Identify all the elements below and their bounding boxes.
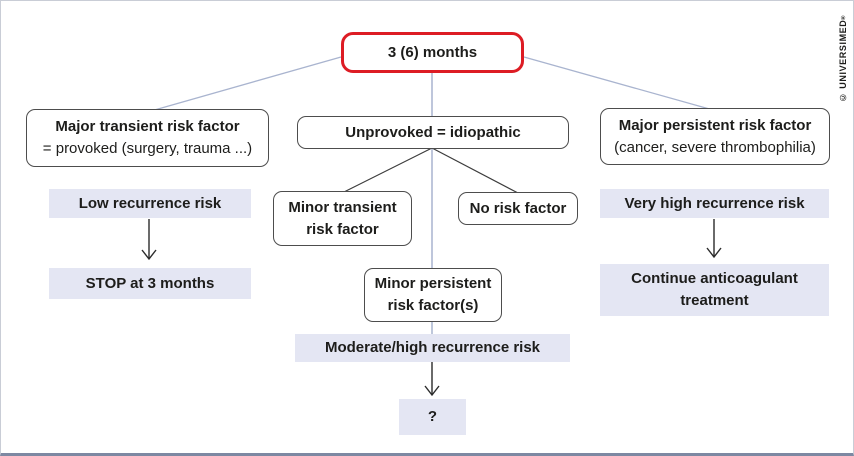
credit-universimed: © UNIVERSIMED® bbox=[838, 13, 848, 102]
node-moderate-high-risk: Moderate/high recurrence risk bbox=[295, 334, 570, 362]
line-root-to-right bbox=[523, 56, 714, 111]
node-major-transient-line2: = provoked (surgery, trauma ...) bbox=[42, 140, 253, 157]
arrow-low-to-stop bbox=[141, 219, 157, 261]
line-root-to-left bbox=[150, 56, 342, 112]
node-unprovoked-label: Unprovoked = idiopathic bbox=[345, 123, 521, 141]
arrow-moderate-to-question bbox=[424, 362, 440, 397]
node-moderate-high-risk-label: Moderate/high recurrence risk bbox=[324, 339, 541, 357]
node-major-transient: Major transient risk factor = provoked (… bbox=[26, 109, 269, 167]
node-stop-3-months-label: STOP at 3 months bbox=[85, 274, 215, 292]
node-question-label: ? bbox=[427, 408, 438, 426]
node-question: ? bbox=[399, 399, 466, 435]
node-minor-transient-line2: risk factor bbox=[306, 220, 379, 238]
node-continue-anticoagulant: Continue anticoagulant treatment bbox=[600, 264, 829, 316]
node-duration: 3 (6) months bbox=[341, 32, 524, 73]
node-very-high-risk: Very high recurrence risk bbox=[600, 189, 829, 218]
node-minor-persistent-line1: Minor persistent bbox=[374, 275, 492, 293]
node-duration-label: 3 (6) months bbox=[387, 43, 478, 61]
node-no-risk-factor: No risk factor bbox=[458, 192, 578, 225]
node-major-transient-line1: Major transient risk factor bbox=[55, 118, 240, 136]
line-unprovoked-to-minortransient bbox=[343, 147, 433, 193]
node-major-persistent-line1: Major persistent risk factor bbox=[618, 116, 812, 134]
line-unprovoked-to-norisk bbox=[431, 147, 519, 194]
node-minor-transient-line1: Minor transient bbox=[288, 198, 397, 216]
node-no-risk-factor-label: No risk factor bbox=[469, 199, 567, 217]
node-minor-persistent: Minor persistent risk factor(s) bbox=[364, 268, 502, 322]
node-stop-3-months: STOP at 3 months bbox=[49, 268, 251, 299]
node-continue-line2: treatment bbox=[680, 292, 749, 309]
node-unprovoked: Unprovoked = idiopathic bbox=[297, 116, 569, 149]
arrow-veryhigh-to-continue bbox=[706, 219, 722, 259]
registered-mark-icon: ® bbox=[840, 13, 846, 20]
node-minor-transient: Minor transient risk factor bbox=[273, 191, 412, 246]
node-major-persistent-line2: (cancer, severe thrombophilia) bbox=[614, 138, 816, 156]
node-low-recurrence-risk: Low recurrence risk bbox=[49, 189, 251, 218]
credit-text: © UNIVERSIMED bbox=[838, 19, 848, 103]
node-minor-persistent-line2: risk factor(s) bbox=[387, 297, 479, 314]
node-major-persistent: Major persistent risk factor (cancer, se… bbox=[600, 108, 830, 165]
node-low-recurrence-risk-label: Low recurrence risk bbox=[78, 194, 222, 212]
node-very-high-risk-label: Very high recurrence risk bbox=[624, 194, 805, 212]
node-continue-line1: Continue anticoagulant bbox=[631, 270, 798, 288]
